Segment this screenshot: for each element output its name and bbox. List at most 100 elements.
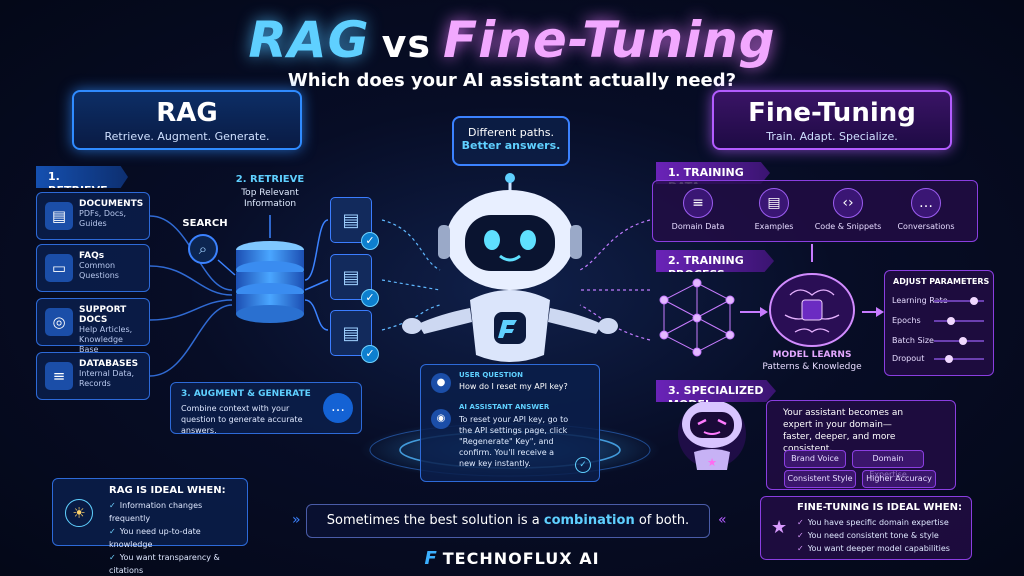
slider-knob[interactable]: [944, 355, 953, 363]
tag-domain-expertise: Domain Expertise: [852, 450, 924, 479]
slider-knob[interactable]: [946, 317, 955, 325]
flow-line-out-1: [304, 219, 329, 281]
neural-network-icon: [659, 278, 735, 357]
list-item: ✓You need up-to-date knowledge: [109, 525, 241, 551]
ft-header: Fine-Tuning Train. Adapt. Specialize.: [712, 90, 952, 150]
source-desc: Internal Data, Records: [79, 369, 135, 388]
param-slider[interactable]: [934, 337, 984, 345]
specialized-robot-icon: ★: [678, 400, 746, 470]
speech-bubble: Different paths. Better answers.: [452, 116, 570, 166]
ft-step-1-label: 1. TRAINING DATA: [656, 162, 770, 184]
check-icon: ✓: [109, 527, 116, 536]
source-faqs: ▭ FAQs Common Questions: [36, 244, 150, 292]
list-item: ✓You want transparency & citations: [109, 551, 241, 576]
document-icon: ▤: [759, 188, 789, 218]
search-label: SEARCH: [182, 218, 228, 229]
list-item: ✓You need consistent tone & style: [797, 529, 965, 542]
question-label: USER QUESTION: [459, 371, 523, 379]
ft-ideal-card: ★ FINE-TUNING IS IDEAL WHEN: ✓You have s…: [760, 496, 972, 560]
svg-text:★: ★: [707, 456, 717, 469]
list-item: ✓You have specific domain expertise: [797, 516, 965, 529]
list-item-text: You need consistent tone & style: [807, 531, 939, 540]
answer-label: AI ASSISTANT ANSWER: [459, 403, 550, 411]
flow-line-out-2: [304, 279, 329, 291]
combo-text-pre: Sometimes the best solution is a: [326, 513, 544, 528]
tag-higher-accuracy: Higher Accuracy: [862, 470, 936, 488]
check-icon: ✓: [361, 232, 379, 250]
param-label: Epochs: [892, 316, 921, 325]
check-icon: ✓: [109, 501, 116, 510]
source-support-docs: ◎ SUPPORT DOCS Help Articles, Knowledge …: [36, 298, 150, 354]
document-icon: ▤: [342, 322, 360, 344]
parameters-title: ADJUST PARAMETERS: [893, 277, 990, 286]
lifebuoy-icon: ◎: [45, 308, 73, 336]
list-item-text: You need up-to-date knowledge: [109, 527, 201, 549]
source-name: SUPPORT DOCS: [79, 305, 127, 325]
list-item: ✓Information changes frequently: [109, 499, 241, 525]
rag-step-1-label: 1. RETRIEVE: [36, 166, 128, 188]
question-text: How do I reset my API key?: [459, 382, 568, 391]
rag-header-title: RAG: [156, 98, 218, 128]
combo-text-post: of both.: [634, 513, 690, 528]
flow-line-db: [149, 304, 233, 377]
ft-header-title: Fine-Tuning: [748, 98, 916, 128]
qa-card: ● USER QUESTION How do I reset my API ke…: [420, 364, 600, 482]
search-icon: ⌕: [188, 234, 218, 264]
ft-step-3-label: 3. SPECIALIZED MODEL: [656, 380, 776, 402]
param-label: Batch Size: [892, 336, 934, 345]
chat-bubble-icon: …: [323, 393, 353, 423]
code-icon: ‹›: [833, 188, 863, 218]
list-item: ✓You want deeper model capabilities: [797, 542, 965, 555]
param-slider[interactable]: [934, 297, 984, 305]
retrieved-doc-2: ▤✓: [330, 254, 379, 307]
database-icon: ≡: [683, 188, 713, 218]
database-stack-icon: [236, 241, 304, 323]
lightbulb-icon: ☀: [65, 499, 93, 527]
ft-header-tagline: Train. Adapt. Specialize.: [766, 130, 898, 143]
rag-step-2-title: 2. RETRIEVE: [235, 174, 305, 185]
search-line: [217, 259, 236, 276]
star-icon: ★: [771, 517, 788, 538]
source-name: DATABASES: [79, 359, 139, 369]
retrieved-doc-1: ▤✓: [330, 197, 379, 250]
list-item-text: You want deeper model capabilities: [807, 544, 950, 553]
combination-banner: Sometimes the best solution is a combina…: [306, 504, 710, 538]
param-label: Dropout: [892, 354, 925, 363]
rag-step-3-desc: Combine context with your question to ge…: [181, 404, 303, 435]
check-icon: ✓: [361, 345, 379, 363]
source-desc: Help Articles, Knowledge Base: [79, 325, 133, 354]
brain-icon: [769, 273, 855, 347]
dots-to-robot-2: [381, 279, 441, 291]
slider-knob[interactable]: [959, 337, 968, 345]
bubble-line-1: Different paths.: [468, 126, 554, 139]
flow-line-faqs: [149, 265, 233, 296]
tag-brand-voice: Brand Voice: [784, 450, 846, 468]
tag-consistent-style: Consistent Style: [784, 470, 856, 488]
user-icon: ●: [431, 373, 451, 393]
dots-ft-3: [579, 304, 651, 341]
training-data-code: ‹›Code & Snippets: [808, 180, 888, 231]
ft-ideal-title: FINE-TUNING IS IDEAL WHEN:: [797, 502, 962, 513]
title-rag: RAG: [248, 11, 370, 69]
slider-knob[interactable]: [969, 297, 978, 305]
dots-to-robot-1: [381, 219, 441, 271]
source-desc: PDFs, Docs, Guides: [79, 209, 127, 228]
model-learns-sub: Patterns & Knowledge: [762, 362, 862, 372]
source-databases: ≡ DATABASES Internal Data, Records: [36, 352, 150, 400]
rag-header: RAG Retrieve. Augment. Generate.: [72, 90, 302, 150]
bubble-line-2: Better answers.: [461, 139, 561, 152]
training-data-label: Domain Data: [671, 222, 725, 231]
assistant-icon: ◉: [431, 409, 451, 429]
param-slider[interactable]: [934, 355, 984, 363]
param-slider[interactable]: [934, 317, 984, 325]
check-icon: ✓: [575, 457, 591, 473]
check-icon: ✓: [797, 531, 804, 540]
retrieved-doc-3: ▤✓: [330, 310, 379, 363]
title-fine-tuning: Fine-Tuning: [443, 11, 776, 69]
subtitle: Which does your AI assistant actually ne…: [287, 70, 737, 91]
check-icon: ✓: [361, 289, 379, 307]
source-desc: Common Questions: [79, 261, 119, 280]
chevrons-left-icon: »: [292, 512, 301, 528]
rag-header-tagline: Retrieve. Augment. Generate.: [104, 130, 270, 143]
